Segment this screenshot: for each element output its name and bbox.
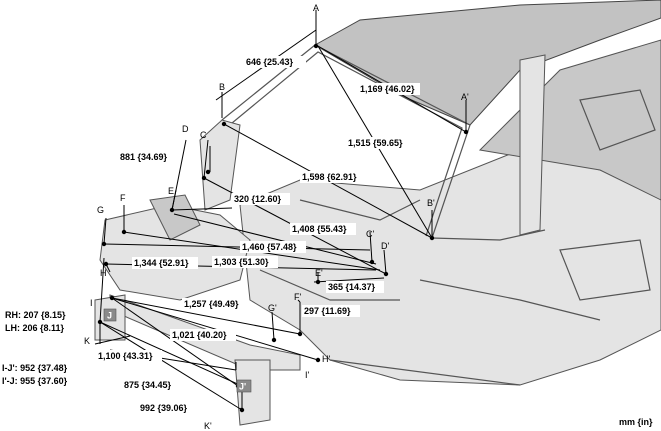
point-label-g-prime: G' xyxy=(268,303,277,313)
dim-label-1515: 1,515 {59.65} xyxy=(348,138,403,148)
point-label-b-prime: B' xyxy=(427,198,435,208)
note-rh: RH: 207 {8.15} xyxy=(5,310,66,320)
dim-label-297: 297 {11.69} xyxy=(304,306,351,316)
point-label-d: D xyxy=(182,124,189,134)
dim-label-365: 365 {14.37} xyxy=(328,282,376,292)
dim-label-1100: 1,100 {43.31} xyxy=(98,351,153,361)
dim-label-1344: 1,344 {52.91} xyxy=(134,258,189,268)
point-label-f-prime: F' xyxy=(294,292,301,302)
dim-label-1408: 1,408 {55.43} xyxy=(292,224,347,234)
point-label-e-prime: E' xyxy=(315,268,323,278)
measurement-points xyxy=(97,43,469,413)
dim-label-881: 881 {34.69} xyxy=(120,152,168,162)
point-label-a-prime: A' xyxy=(461,92,469,102)
point-label-k-prime: K' xyxy=(204,421,212,431)
dim-label-320: 320 {12.60} xyxy=(234,194,282,204)
dim-label-646: 646 {25.43} xyxy=(246,57,294,67)
point-label-f: F xyxy=(120,193,126,203)
units-label: mm {in} xyxy=(619,417,653,427)
note-i-prime-j: I'-J: 955 {37.60} xyxy=(2,376,68,386)
side-notes: RH: 207 {8.15} LH: 206 {8.11} I-J': 952 … xyxy=(2,310,68,386)
point-label-a: A xyxy=(313,3,319,13)
dim-label-1169: 1,169 {46.02} xyxy=(360,84,415,94)
point-label-d-prime: D' xyxy=(381,241,389,251)
note-lh: LH: 206 {8.11} xyxy=(5,323,65,333)
dim-label-992: 992 {39.06} xyxy=(140,403,188,413)
point-labels: A A' B B' C C' D D' E E' F F' G G' H H' … xyxy=(84,3,469,431)
point-label-h: H xyxy=(100,268,107,278)
point-label-g: G xyxy=(97,205,104,215)
point-label-i: I xyxy=(90,298,93,308)
point-label-i-prime: I' xyxy=(305,370,310,380)
point-label-k: K xyxy=(84,336,90,346)
point-label-e: E xyxy=(168,186,174,196)
dim-label-1021: 1,021 {40.20} xyxy=(172,330,227,340)
point-label-h-prime: H' xyxy=(322,354,330,364)
dim-label-875: 875 {34.45} xyxy=(124,380,172,390)
point-label-j-prime: J' xyxy=(239,382,246,392)
dim-label-1460: 1,460 {57.48} xyxy=(242,242,297,252)
dim-label-1257: 1,257 {49.49} xyxy=(184,299,239,309)
dim-label-1598: 1,598 {62.91} xyxy=(302,172,357,182)
point-label-c-prime: C' xyxy=(366,229,374,239)
dim-label-1303: 1,303 {51.30} xyxy=(214,257,269,267)
point-label-j: J xyxy=(107,311,112,321)
point-label-b: B xyxy=(219,82,225,92)
note-i-j-prime: I-J': 952 {37.48} xyxy=(2,363,68,373)
point-label-c: C xyxy=(200,130,207,140)
dimension-labels: 646 {25.43} 1,169 {46.02} 1,515 {59.65} … xyxy=(96,56,420,414)
